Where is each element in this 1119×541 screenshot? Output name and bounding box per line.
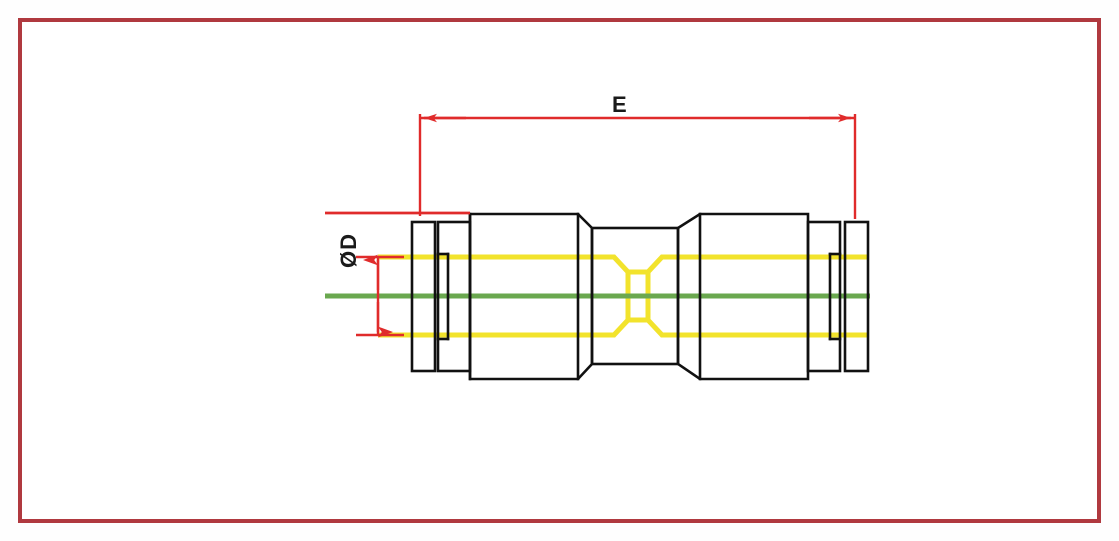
dimension-e-group — [418, 113, 857, 219]
dimension-od-group — [356, 254, 404, 338]
drawing-frame-border — [18, 18, 1101, 523]
bore-line-top — [378, 254, 868, 275]
fitting-outline-group — [410, 212, 870, 381]
dimension-label-diameter: ØD — [336, 233, 361, 268]
dimension-label-e: E — [612, 92, 628, 117]
right-release-ring — [843, 220, 870, 373]
left-release-ring — [410, 220, 437, 373]
right-collet — [806, 220, 842, 373]
bore-line-bottom — [378, 317, 868, 338]
